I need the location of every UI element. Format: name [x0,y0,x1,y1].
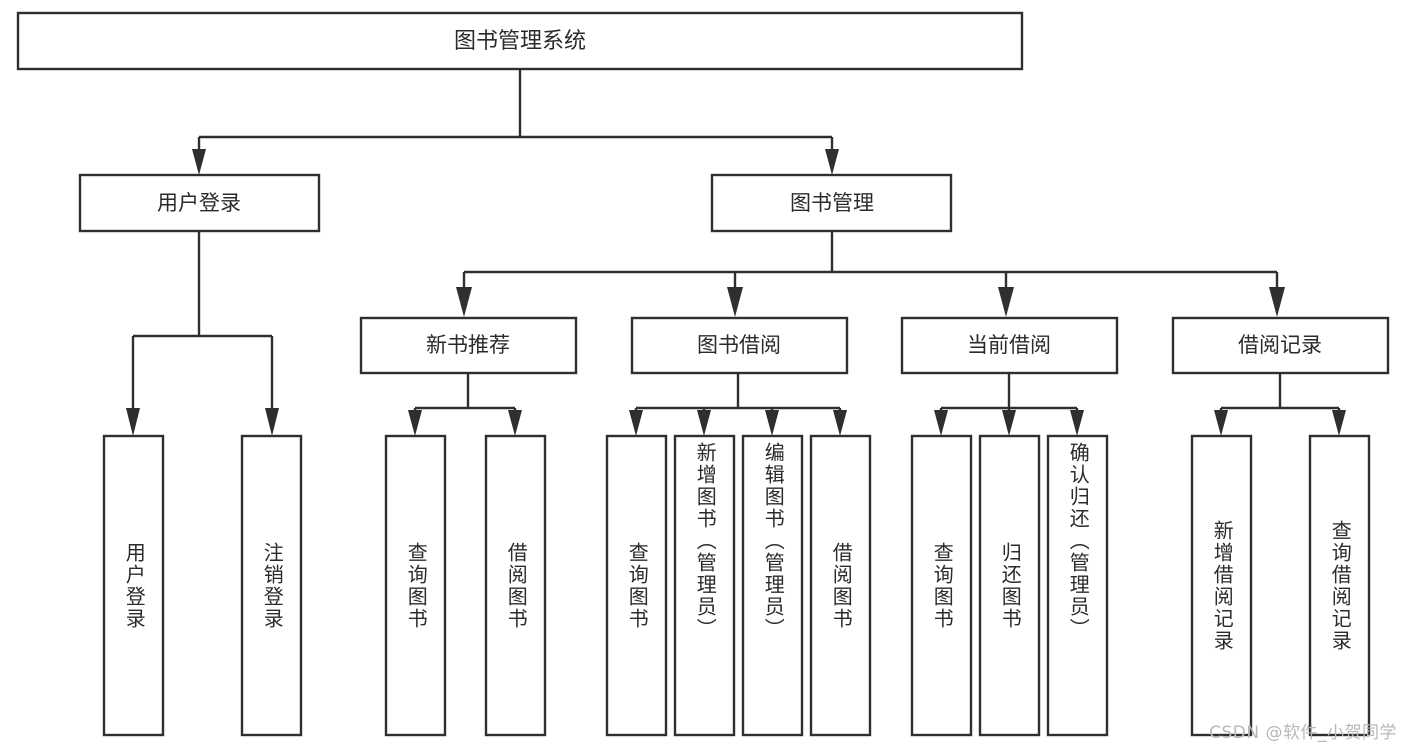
leaf-box-book-borrow-3[interactable] [809,434,872,737]
node-current-borrow-box[interactable] [900,316,1119,375]
node-user-login-box[interactable] [78,173,321,233]
connector-group-root [192,69,839,175]
arrow-borrow-record-leaf-0 [1214,410,1228,436]
leaf-box-current-borrow-0[interactable] [910,434,973,737]
leaf-box-new-book-rec-1[interactable] [484,434,547,737]
arrow-book-borrow-leaf-2 [765,410,779,436]
node-user-login-label: 用户登录 [157,191,241,215]
arrow-book-manage-to-borrow-record [1269,287,1285,317]
node-new-book-rec-label: 新书推荐 [426,333,510,357]
leaf-box-user-login-1[interactable] [240,434,303,737]
arrow-book-manage-to-new-book [456,287,472,317]
connector-group-current-borrow [934,373,1084,436]
node-borrow-record-label: 借阅记录 [1238,333,1322,357]
arrow-borrow-record-leaf-1 [1332,410,1346,436]
leaf-box-current-borrow-2[interactable] [1046,434,1109,737]
node-book-manage-box[interactable] [710,173,953,233]
arrow-root-to-user-login [192,149,206,175]
leaf-box-book-borrow-2[interactable] [741,434,804,737]
node-root-label: 图书管理系统 [454,29,586,54]
node-book-manage[interactable]: 图书管理 [710,173,953,233]
arrow-root-to-book-manage [825,149,839,175]
arrow-book-manage-to-book-borrow [727,287,743,317]
leaf-box-book-borrow-0[interactable] [605,434,668,737]
node-current-borrow[interactable]: 当前借阅 [900,316,1119,375]
connector-group-borrow-record [1214,373,1346,436]
connector-group-book-borrow [629,373,847,436]
arrow-current-borrow-leaf-0 [934,410,948,436]
arrow-book-borrow-leaf-3 [833,410,847,436]
node-root[interactable]: 图书管理系统 [16,11,1024,71]
node-borrow-record-box[interactable] [1171,316,1390,375]
arrow-book-manage-to-current-borrow [998,287,1014,317]
arrow-new-book-leaf-1 [508,410,522,436]
arrow-user-login-leaf-0 [126,408,140,436]
arrow-new-book-leaf-0 [408,410,422,436]
connector-group-book-manage [456,231,1285,317]
node-root-box[interactable] [16,11,1024,71]
node-book-borrow-label: 图书借阅 [697,333,781,357]
leaf-box-current-borrow-1[interactable] [978,434,1041,737]
node-book-borrow[interactable]: 图书借阅 [630,316,849,375]
csdn-watermark: CSDN @软件_小贺同学 [1209,723,1397,743]
arrow-book-borrow-leaf-0 [629,410,643,436]
node-new-book-rec[interactable]: 新书推荐 [359,316,578,375]
node-borrow-record[interactable]: 借阅记录 [1171,316,1390,375]
node-new-book-rec-box[interactable] [359,316,578,375]
leaf-box-book-borrow-1[interactable] [673,434,736,737]
node-current-borrow-label: 当前借阅 [967,333,1051,357]
leaf-box-borrow-record-0[interactable] [1190,434,1253,737]
arrow-current-borrow-leaf-2 [1070,410,1084,436]
leaf-box-new-book-rec-0[interactable] [384,434,447,737]
node-book-borrow-box[interactable] [630,316,849,375]
leaf-box-borrow-record-1[interactable] [1308,434,1371,737]
arrow-book-borrow-leaf-1 [697,410,711,436]
connector-group-new-book-rec [408,373,522,436]
connector-group-user-login [126,231,279,436]
arrow-user-login-leaf-1 [265,408,279,436]
node-user-login[interactable]: 用户登录 [78,173,321,233]
arrow-current-borrow-leaf-1 [1002,410,1016,436]
node-book-manage-label: 图书管理 [790,191,874,215]
leaf-box-user-login-0[interactable] [102,434,165,737]
